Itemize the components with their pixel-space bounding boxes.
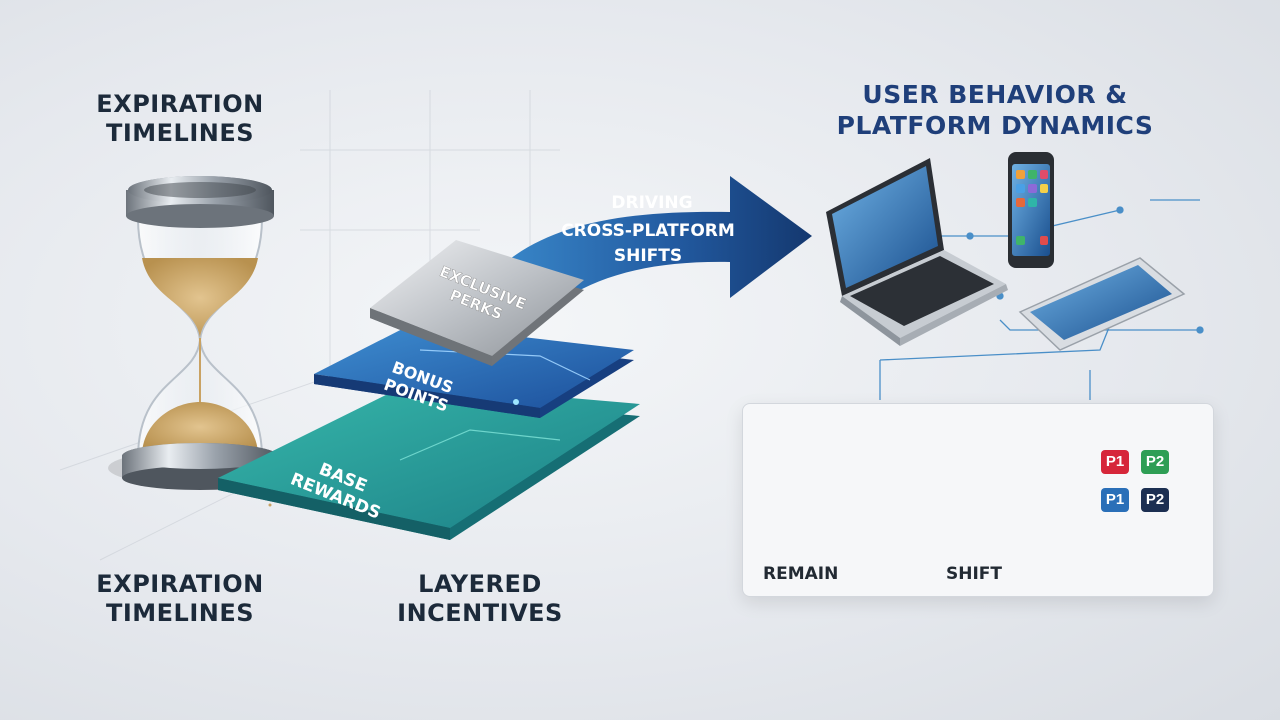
heading-expiration-timelines-top: EXPIRATION TIMELINES: [60, 90, 300, 149]
heading-line: TIMELINES: [105, 599, 255, 628]
layer-bonus-points: BONUS POINTS: [314, 324, 634, 418]
platform-badge-p2-navy: P2: [1141, 488, 1169, 512]
platform-badge-p1-blue: P1: [1101, 488, 1129, 512]
heading-line: EXPIRATION: [96, 570, 264, 598]
heading-line: INCENTIVES: [397, 599, 563, 628]
remain-label: REMAIN: [763, 564, 839, 584]
arrow-text-line-1: DRIVING: [611, 193, 692, 213]
heading-line: EXPIRATION: [96, 90, 264, 118]
heading-line: PLATFORM DYNAMICS: [836, 110, 1154, 140]
heading-layered-incentives: LAYERED INCENTIVES: [350, 570, 610, 629]
heading-user-behavior: USER BEHAVIOR & PLATFORM DYNAMICS: [800, 80, 1190, 141]
platform-badge-p2-green: P2: [1141, 450, 1169, 474]
laptop-icon: [826, 158, 1008, 346]
heading-expiration-timelines-bottom: EXPIRATION TIMELINES: [60, 570, 300, 629]
platform-badge-p1-red: P1: [1101, 450, 1129, 474]
hourglass-icon: [108, 176, 302, 507]
arrow-text-line-2: CROSS-PLATFORM: [561, 221, 735, 241]
shift-label: SHIFT: [946, 564, 1003, 584]
heading-line: USER BEHAVIOR &: [862, 80, 1128, 109]
behavior-panel: REMAIN SHIFT P1 P2 P1 P2: [742, 403, 1214, 597]
tablet-icon: [1018, 257, 1186, 351]
layer-stack: BASE REWARDS BONUS POINTS EXCLUSIVE PER: [218, 240, 640, 540]
arrow-text-line-3: SHIFTS: [614, 246, 682, 266]
smartphone-icon: [1008, 152, 1054, 268]
heading-line: LAYERED: [418, 570, 542, 598]
layer-base-rewards: BASE REWARDS: [218, 384, 640, 540]
heading-line: TIMELINES: [105, 119, 255, 148]
layer-exclusive-perks: EXCLUSIVE PERKS: [370, 240, 584, 366]
